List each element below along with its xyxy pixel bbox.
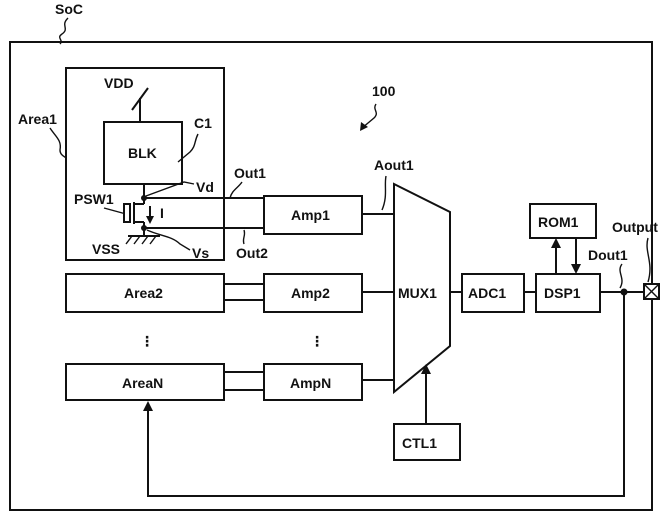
amp2-label: Amp2	[291, 285, 330, 301]
output-label: Output	[612, 219, 658, 235]
feedback-wire	[147, 292, 625, 497]
rom1-box	[529, 203, 597, 239]
c1-leader	[177, 133, 199, 163]
vss-hatch-1	[125, 235, 133, 245]
adc1-box	[461, 273, 525, 313]
aout1-label: Aout1	[374, 157, 414, 173]
amp2-box	[263, 273, 363, 313]
ctl1-box	[393, 423, 461, 461]
ref-number-100: 100	[372, 83, 396, 99]
mux1-label: MUX1	[398, 285, 437, 301]
mux1-shape	[393, 182, 451, 395]
c1-label: C1	[194, 115, 212, 131]
vs-leader	[146, 229, 191, 251]
psw1-gate	[123, 203, 131, 223]
output-leader	[646, 237, 651, 283]
ref-100-arrowhead	[360, 122, 368, 131]
current-arrowhead	[146, 216, 154, 224]
ampn-label: AmpN	[290, 375, 331, 391]
adc1-label: ADC1	[468, 285, 506, 301]
vd-leader	[145, 181, 195, 197]
psw1-label: PSW1	[74, 191, 114, 207]
ctl1-label: CTL1	[402, 435, 437, 451]
vss-label: VSS	[92, 241, 120, 257]
vs-label: Vs	[192, 245, 209, 261]
area2-box	[65, 273, 225, 313]
rom1-label: ROM1	[538, 214, 579, 230]
vss-hatch-2	[133, 235, 141, 245]
soc-label: SoC	[55, 1, 83, 17]
vd-label: Vd	[196, 179, 214, 195]
out2-label: Out2	[236, 245, 268, 261]
psw1-leader	[103, 207, 127, 215]
ampn-box	[263, 363, 363, 401]
blk-box	[103, 121, 183, 185]
area2-label: Area2	[124, 285, 163, 301]
out1-label: Out1	[234, 165, 266, 181]
vdd-label: VDD	[104, 75, 134, 91]
blk-label: BLK	[128, 145, 157, 161]
amp-ellipsis: ⋮	[310, 333, 324, 349]
output-pad-x2	[643, 283, 660, 300]
area-ellipsis: ⋮	[140, 333, 154, 349]
amp1-label: Amp1	[291, 207, 330, 223]
vss-hatch-4	[149, 235, 157, 245]
ctl1-arrowhead	[421, 364, 431, 374]
current-label: I	[160, 205, 164, 221]
dsp-to-rom-arrowhead	[551, 238, 561, 248]
feedback-arrowhead	[143, 401, 153, 411]
area1-label: Area1	[18, 111, 57, 127]
dout1-leader	[619, 263, 623, 289]
out1-leader	[229, 181, 243, 199]
arean-box	[65, 363, 225, 401]
arean-label: AreaN	[122, 375, 163, 391]
ref-100-arrow	[361, 103, 377, 129]
dout1-label: Dout1	[588, 247, 628, 263]
area1-leader	[49, 127, 67, 159]
vss-hatch-3	[141, 235, 149, 245]
dsp1-label: DSP1	[544, 285, 581, 301]
aout1-leader	[381, 175, 387, 211]
soc-leader	[59, 17, 69, 45]
out2-leader	[242, 229, 246, 245]
rom-to-dsp-arrowhead	[571, 264, 581, 274]
